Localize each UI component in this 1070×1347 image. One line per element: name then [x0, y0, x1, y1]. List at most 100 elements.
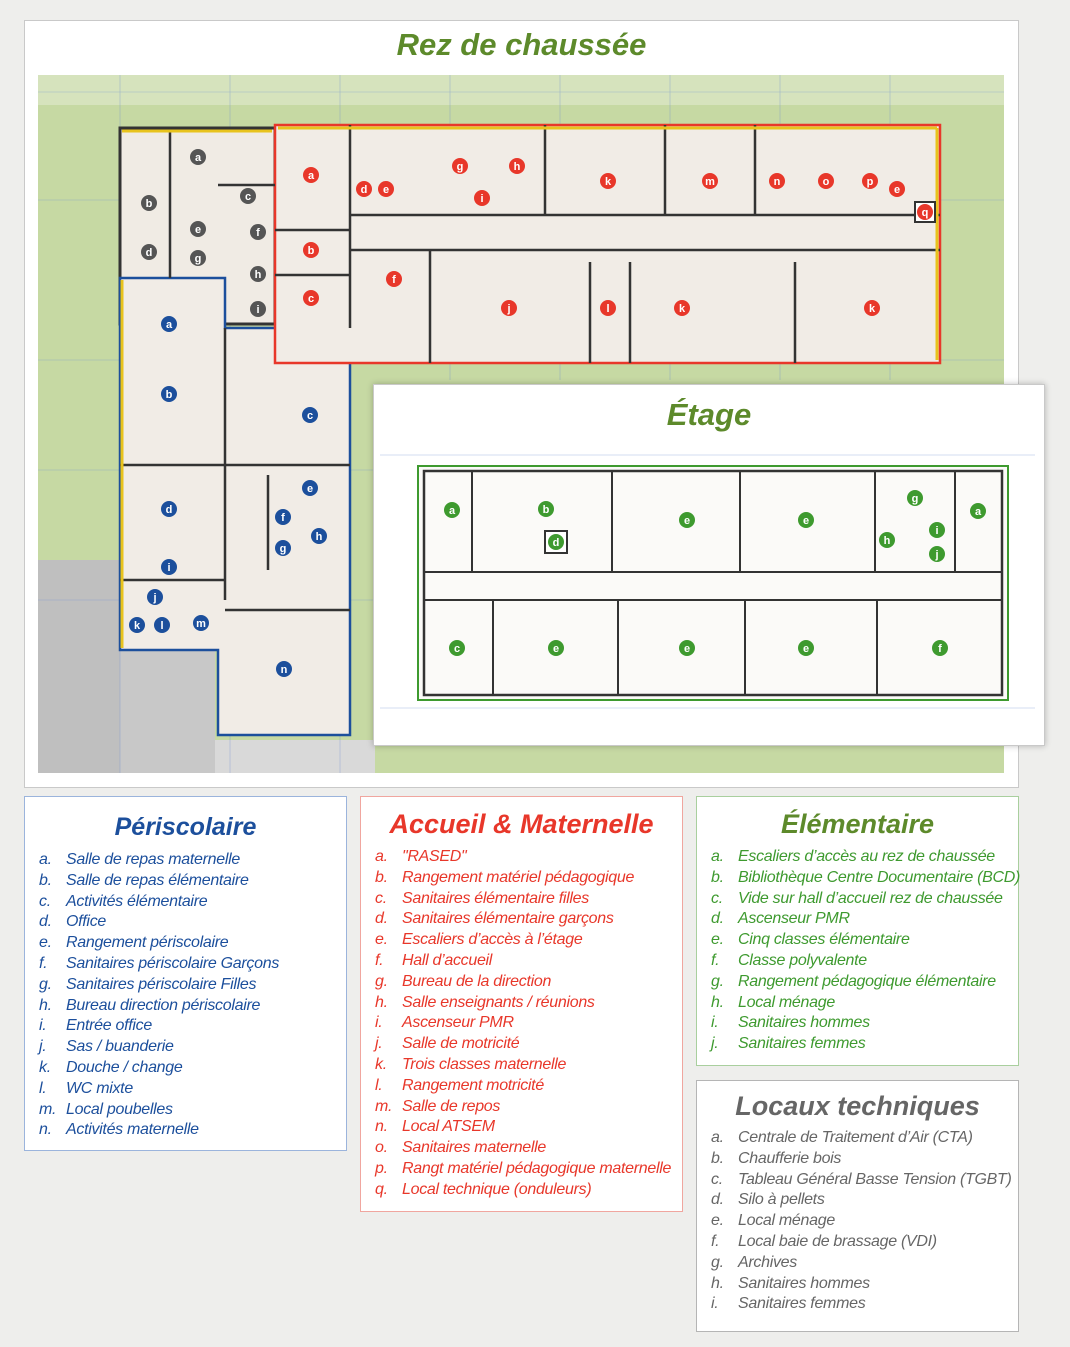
legend-item-key: b. [375, 868, 388, 886]
legend-item: b.Chaufferie bois [711, 1149, 1018, 1170]
legend-techniques: Locaux techniques a.Centrale de Traiteme… [696, 1080, 1019, 1332]
legend-item: g.Rangement pédagogique élémentaire [711, 972, 1018, 993]
svg-text:d: d [146, 247, 153, 259]
legend-item-label: Sanitaires élémentaire garçons [402, 910, 614, 928]
legend-item: i.Sanitaires hommes [711, 1013, 1018, 1034]
svg-text:e: e [307, 483, 313, 495]
legend-elementaire-title: Élémentaire [780, 809, 935, 839]
legend-item-label: Ascenseur PMR [738, 910, 850, 928]
upper-floor-title: Étage [666, 397, 752, 432]
legend-item-key: f. [711, 1232, 720, 1250]
legend-item: m.Local poubelles [39, 1100, 346, 1121]
legend-item-label: Salle de repas élémentaire [66, 871, 249, 889]
legend-item-label: Local poubelles [66, 1100, 173, 1118]
legend-item: e.Escaliers d’accès à l’étage [375, 930, 682, 951]
ground-blue-markers: a b c d e f g h i j k l m n [129, 316, 327, 677]
ground-red-markers: a b c d e f g h i j k l m n o p e k k [303, 158, 905, 316]
legend-item-label: Chaufferie bois [738, 1149, 842, 1167]
legend-item-key: b. [39, 871, 52, 889]
legend-item-label: Escaliers d’accès à l’étage [402, 931, 583, 949]
legend-item: d.Silo à pellets [711, 1190, 1018, 1211]
legend-item: b. Salle de repas élémentaire [39, 871, 346, 892]
legend-item: c.Activités élémentaire [39, 892, 346, 913]
legend-item-key: p. [375, 1159, 388, 1177]
legend-item: f. Local baie de brassage (VDI) [711, 1232, 1018, 1253]
legend-item: g.Bureau de la direction [375, 972, 682, 993]
legend-item: k.Trois classes maternelle [375, 1055, 682, 1076]
svg-text:g: g [280, 543, 287, 555]
svg-text:i: i [167, 562, 170, 574]
legend-item-key: c. [375, 889, 387, 907]
legend-item-key: e. [711, 1212, 724, 1230]
svg-text:l: l [160, 620, 163, 632]
legend-item: n.Local ATSEM [375, 1117, 682, 1138]
legend-item-key: l. [375, 1076, 383, 1094]
legend-item-label: Classe polyvalente [738, 951, 867, 969]
legend-item-label: Bibliothèque Centre Documentaire (BCD) [738, 868, 1021, 886]
svg-text:g: g [457, 161, 464, 173]
legend-item-label: Bureau direction périscolaire [66, 996, 261, 1014]
upper-floor-panel: Étage [373, 384, 1045, 746]
svg-text:e: e [195, 224, 201, 236]
legend-item-key: e. [711, 931, 724, 949]
legend-item-label: Sanitaires maternelle [402, 1139, 546, 1157]
svg-text:b: b [146, 198, 153, 210]
legend-item-key: j. [39, 1038, 47, 1056]
legend-item-label: Sanitaires femmes [738, 1295, 866, 1313]
svg-text:g: g [195, 253, 202, 265]
legend-item: i.Ascenseur PMR [375, 1013, 682, 1034]
legend-elementaire: Élémentaire a.Escaliers d’accès au rez d… [696, 796, 1021, 1066]
legend-item: j. Salle de motricité [375, 1034, 682, 1055]
svg-text:h: h [514, 161, 521, 173]
legend-item: e.Cinq classes élémentaire [711, 930, 1018, 951]
legend-item-label: Escaliers d’accès au rez de chaussée [738, 848, 995, 865]
legend-item-key: e. [39, 934, 52, 952]
legend-item-label: Centrale de Traitement d’Air (CTA) [738, 1129, 973, 1146]
legend-item: g.Archives [711, 1253, 1018, 1274]
svg-text:h: h [255, 269, 262, 281]
legend-item: b.Bibliothèque Centre Documentaire (BCD) [711, 868, 1021, 889]
legend-item-key: f. [39, 954, 48, 972]
legend-item: e. Local ménage [711, 1211, 1018, 1232]
legend-item-key: h. [375, 993, 388, 1011]
legend-item: m.Salle de repos [375, 1097, 682, 1118]
legend-item-label: Bureau de la direction [402, 972, 552, 990]
legend-item-label: Local ATSEM [402, 1118, 495, 1136]
legend-item-label: Douche / change [66, 1058, 183, 1076]
legend-item: g.Sanitaires périscolaire Filles [39, 975, 346, 996]
legend-item-key: m. [375, 1097, 393, 1115]
legend-item-key: i. [375, 1014, 383, 1032]
legend-item-label: Sanitaires périscolaire Filles [66, 975, 257, 993]
svg-text:a: a [308, 170, 315, 182]
legend-maternelle-title: Accueil & Maternelle [389, 809, 654, 839]
legend-item: c.Vide sur hall d’accueil rez de chaussé… [711, 889, 1018, 910]
legend-item: h.Sanitaires hommes [711, 1274, 1018, 1295]
legend-item-key: f. [711, 951, 720, 969]
legend-item-label: Rangement périscolaire [66, 934, 229, 952]
legend-item: j.Sanitaires femmes [711, 1034, 1018, 1055]
legend-item: a. Salle de repas maternelle [39, 850, 346, 871]
legend-item-key: h. [711, 1274, 724, 1292]
legend-item: c.Tableau Général Basse Tension (TGBT) [711, 1170, 1018, 1191]
legend-item-label: Local ménage [738, 1212, 835, 1230]
legend-item-label: Salle de repas maternelle [66, 851, 240, 868]
legend-item-label: Local baie de brassage (VDI) [738, 1232, 937, 1250]
legend-item-key: j. [711, 1035, 719, 1053]
legend-item: i.Entrée office [39, 1016, 346, 1037]
legend-item-label: Archives [738, 1253, 797, 1271]
legend-item-label: WC mixte [66, 1079, 133, 1097]
legend-item-key: d. [39, 913, 52, 931]
legend-maternelle-list: a."RASED"b.Rangement matériel pédagogiqu… [375, 847, 682, 1201]
svg-text:d: d [166, 504, 173, 516]
legend-item-key: a. [711, 1129, 724, 1146]
svg-text:p: p [867, 176, 874, 188]
svg-text:a: a [166, 319, 173, 331]
legend-item-key: c. [711, 1170, 723, 1188]
svg-text:b: b [308, 245, 315, 257]
svg-text:k: k [679, 303, 686, 315]
legend-item-key: d. [375, 910, 388, 928]
legend-item-label: Salle de motricité [402, 1035, 520, 1053]
legend-item-key: a. [39, 851, 52, 868]
legend-item-label: Hall d’accueil [402, 951, 493, 969]
legend-item-key: j. [375, 1035, 383, 1053]
